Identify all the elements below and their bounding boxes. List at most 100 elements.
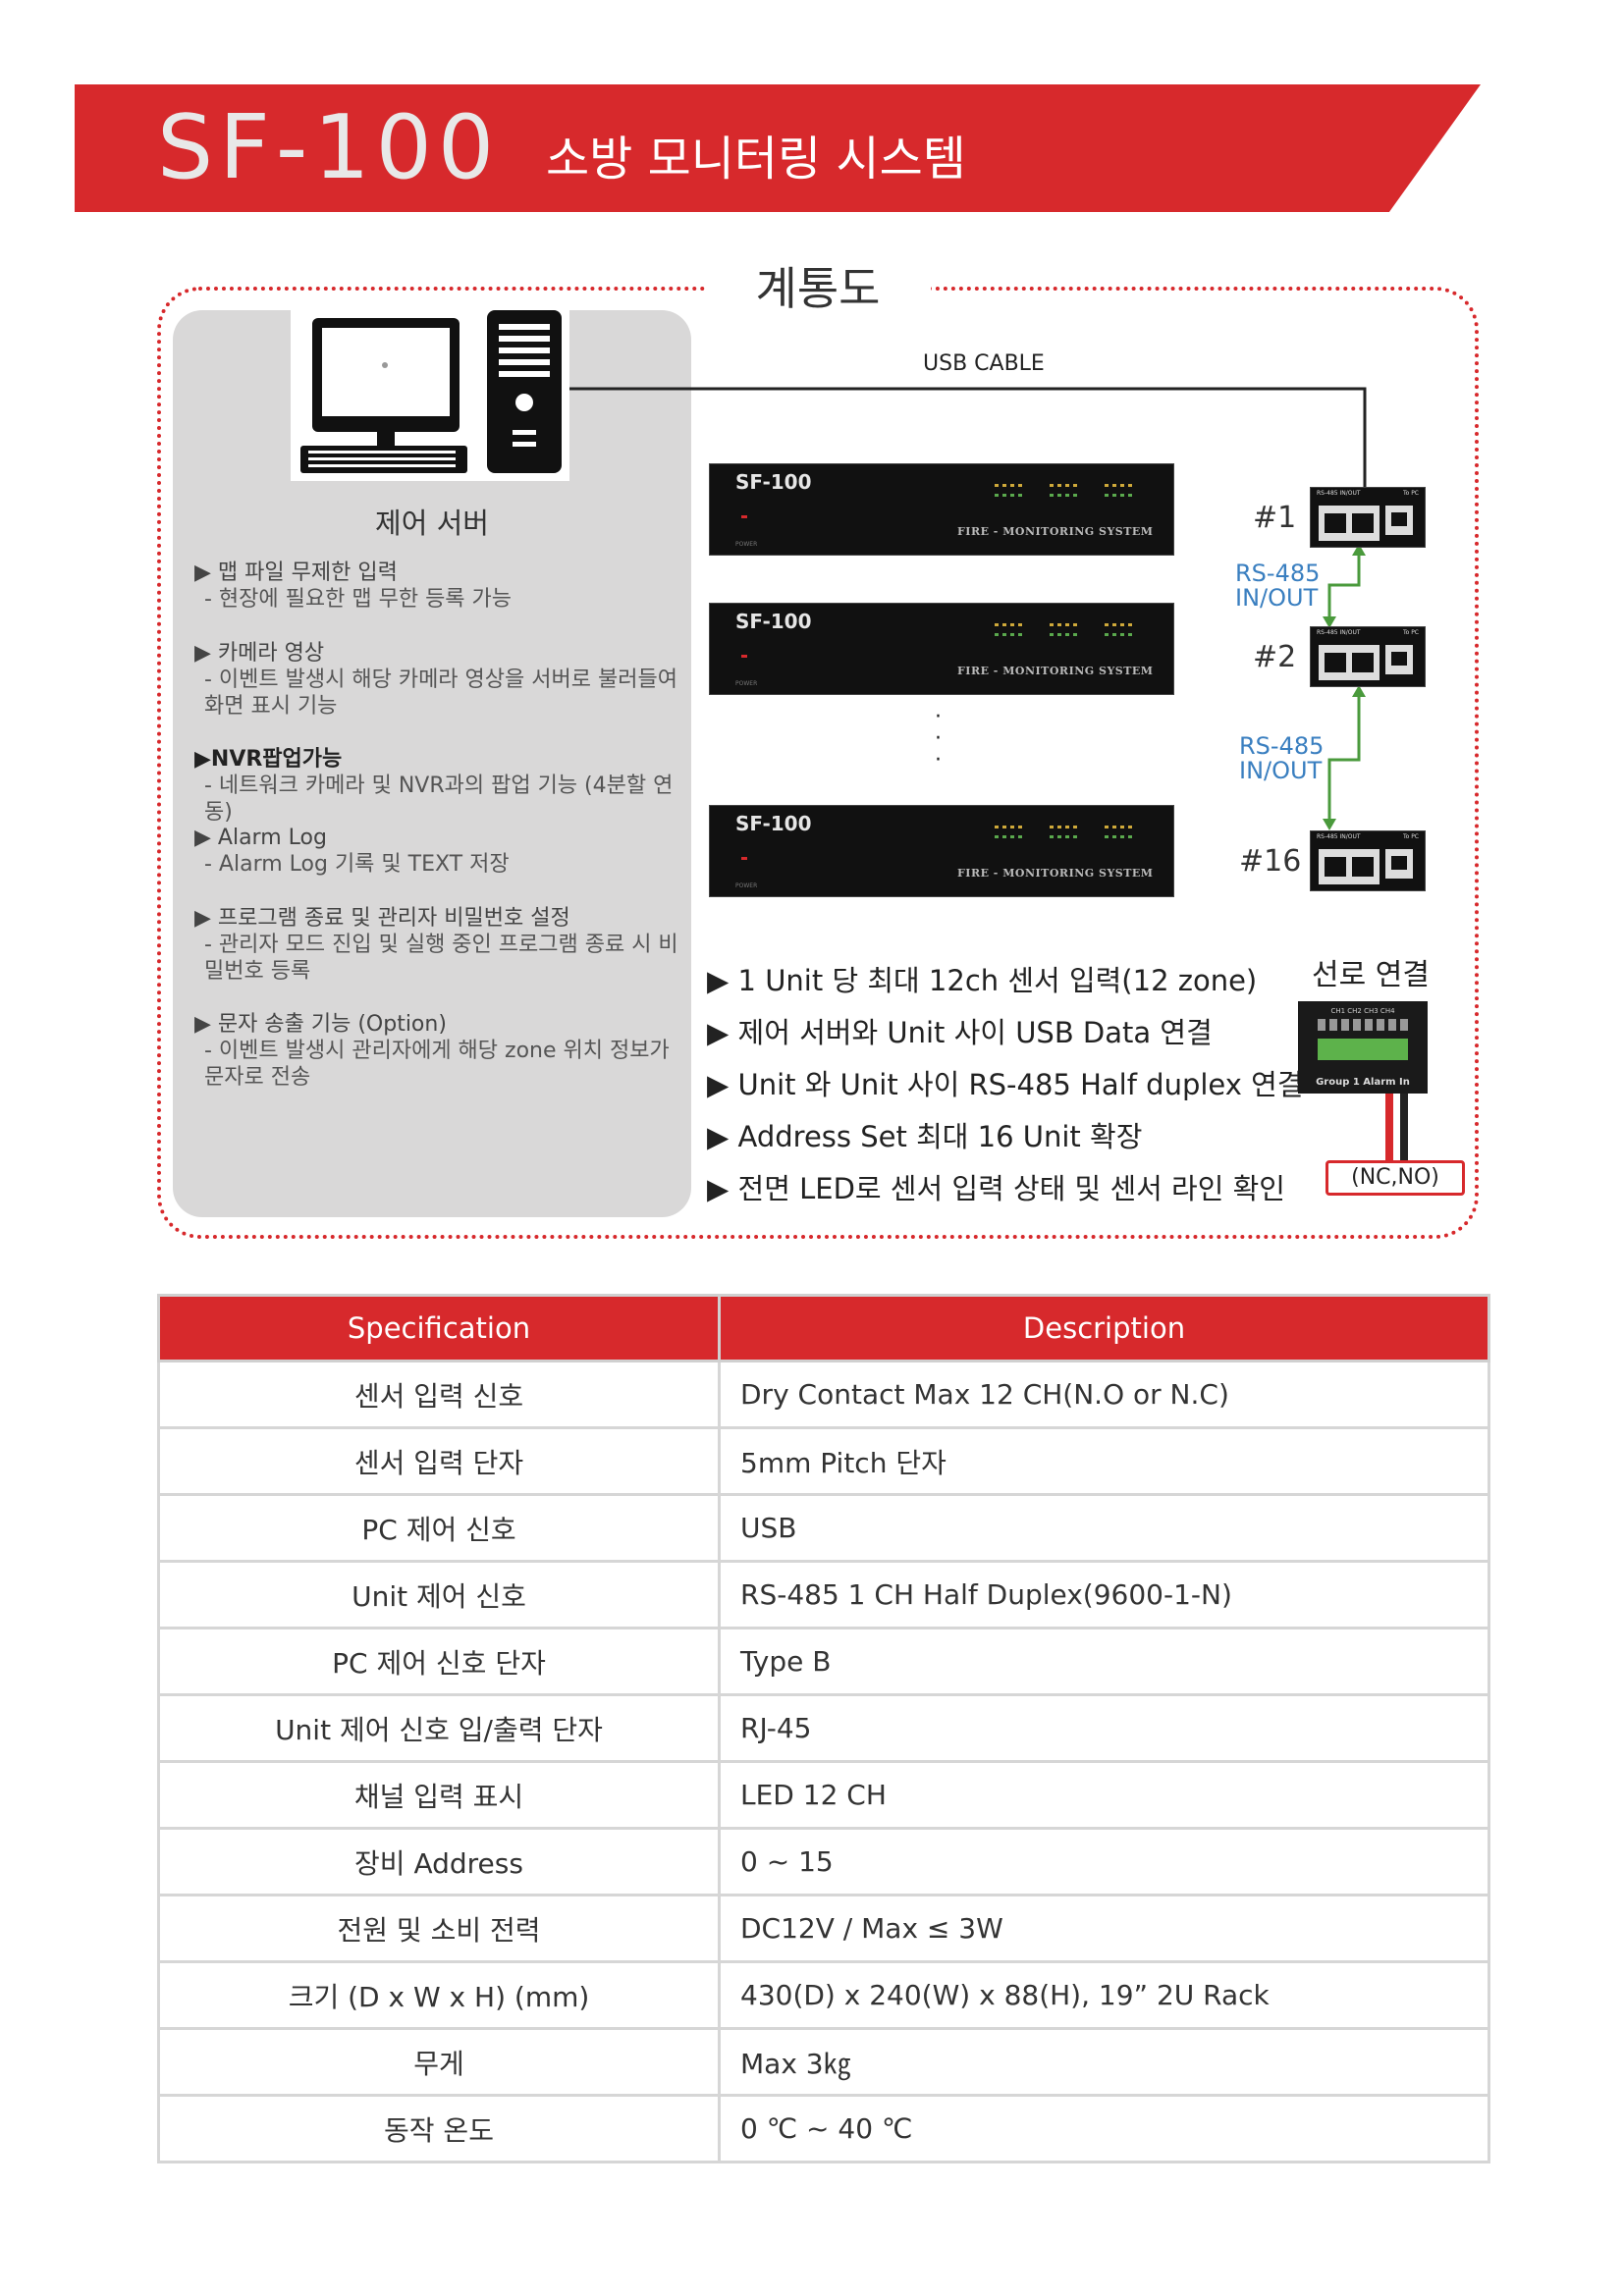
- power-led: [741, 857, 747, 860]
- feature-item: ▶ 카메라 영상 - 이벤트 발생시 해당 카메라 영상을 서버로 불러들여 화…: [194, 640, 685, 720]
- rj45-port-icon: [1319, 849, 1380, 884]
- page-subtitle: 소방 모니터링 시스템: [546, 132, 966, 187]
- spec-name: 크기 (D x W x H) (mm): [157, 1960, 721, 2030]
- unit-front-text: FIRE - MONITORING SYSTEM: [957, 665, 1154, 677]
- feature-title: ▶ 문자 송출 기능 (Option): [194, 1012, 447, 1037]
- rs485-port-label: RS-485 IN/OUT: [1317, 833, 1361, 840]
- feature-desc: - 이벤트 발생시 해당 카메라 영상을 서버로 불러들여 화면 표시 기능: [204, 667, 677, 719]
- terminal-channels: CH1 CH2 CH3 CH4: [1330, 1007, 1395, 1015]
- feature-title: ▶ 프로그램 종료 및 관리자 비밀번호 설정: [194, 906, 570, 931]
- spec-value: LED 12 CH: [718, 1760, 1490, 1830]
- power-label: POWER: [735, 882, 758, 889]
- header-banner: [75, 84, 1481, 212]
- rs485-label-line: RS-485: [1235, 560, 1321, 587]
- unit-name: SF-100: [735, 812, 812, 835]
- feature-item: ▶ 프로그램 종료 및 관리자 비밀번호 설정 - 관리자 모드 진입 및 실행…: [194, 905, 685, 985]
- computer-icon: [291, 310, 569, 481]
- usb-port-icon: [1385, 645, 1413, 674]
- spec-name: 채널 입력 표시: [157, 1760, 721, 1830]
- rs485-port-label: RS-485 IN/OUT: [1317, 629, 1361, 636]
- feature-desc: - 현장에 필요한 맵 무한 등록 가능: [204, 587, 513, 612]
- rs485-label-line: IN/OUT: [1235, 584, 1319, 612]
- sf100-unit: SF-100 POWER FIRE - MONITORING SYSTEM: [709, 805, 1174, 897]
- ellipsis-dots: ···: [935, 705, 942, 773]
- rs485-label-line: RS-485: [1239, 732, 1325, 760]
- feature-title: ▶ Alarm Log: [194, 826, 327, 850]
- line-connection-title: 선로 연결: [1312, 958, 1430, 992]
- spec-name: Unit 제어 신호 입/출력 단자: [157, 1693, 721, 1763]
- rear-connector: RS-485 IN/OUT To PC: [1310, 626, 1426, 687]
- unit-number: #2: [1253, 640, 1297, 674]
- usb-port-icon: [1385, 506, 1413, 535]
- usb-port-icon: [1385, 849, 1413, 879]
- pc-port-label: To PC: [1402, 833, 1419, 840]
- rj45-port-icon: [1319, 645, 1380, 680]
- ncno-label: (NC,NO): [1325, 1160, 1465, 1196]
- spec-value: RJ-45: [718, 1693, 1490, 1763]
- spec-value: Max 3㎏: [718, 2027, 1490, 2097]
- power-label: POWER: [735, 680, 758, 687]
- rear-connector: RS-485 IN/OUT To PC: [1310, 487, 1426, 548]
- feature-item: ▶ 문자 송출 기능 (Option) - 이벤트 발생시 관리자에게 해당 z…: [194, 1011, 685, 1091]
- usb-cable-label: USB CABLE: [923, 351, 1045, 376]
- feature-desc: - 관리자 모드 진입 및 실행 중인 프로그램 종료 시 비밀번호 등록: [204, 933, 678, 984]
- spec-value: 0 ℃ ~ 40 ℃: [718, 2094, 1490, 2163]
- sf100-unit: SF-100 POWER FIRE - MONITORING SYSTEM: [709, 603, 1174, 695]
- feature-item: ▶NVR팝업가능 - 네트워크 카메라 및 NVR과의 팝업 기능 (4분할 연…: [194, 746, 685, 826]
- feature-title: ▶ 맵 파일 무제한 입력: [194, 561, 398, 585]
- channel-leds: [995, 484, 1142, 502]
- pc-port-label: To PC: [1402, 490, 1419, 497]
- feature-bullet: ▶ 전면 LED로 센서 입력 상태 및 센서 라인 확인: [707, 1172, 1285, 1205]
- spec-value: Type B: [718, 1627, 1490, 1696]
- feature-item: ▶ Alarm Log - Alarm Log 기록 및 TEXT 저장: [194, 825, 685, 878]
- spec-name: 센서 입력 신호: [157, 1360, 721, 1429]
- terminal-block-icon: CH1 CH2 CH3 CH4 Group 1 Alarm In: [1298, 1001, 1428, 1094]
- unit-front-text: FIRE - MONITORING SYSTEM: [957, 525, 1154, 538]
- column-header: Description: [718, 1294, 1490, 1362]
- spec-name: 센서 입력 단자: [157, 1426, 721, 1496]
- feature-bullet: ▶ Address Set 최대 16 Unit 확장: [707, 1120, 1143, 1153]
- power-led: [741, 655, 747, 658]
- rs485-label: RS-485 IN/OUT: [1235, 561, 1320, 611]
- table-header-row: Specification Description: [157, 1294, 1490, 1362]
- feature-desc: - 이벤트 발생시 관리자에게 해당 zone 위치 정보가 문자로 전송: [204, 1039, 670, 1090]
- rs485-port-label: RS-485 IN/OUT: [1317, 490, 1361, 497]
- sf100-unit: SF-100 POWER FIRE - MONITORING SYSTEM: [709, 463, 1174, 556]
- spec-name: 장비 Address: [157, 1827, 721, 1896]
- channel-leds: [995, 826, 1142, 843]
- connection-lines: [569, 387, 1408, 1160]
- rs485-label-line: IN/OUT: [1239, 757, 1323, 784]
- spec-value: USB: [718, 1493, 1490, 1563]
- spec-value: 5mm Pitch 단자: [718, 1426, 1490, 1496]
- spec-value: 0 ~ 15: [718, 1827, 1490, 1896]
- feature-bullet: ▶ Unit 와 Unit 사이 RS-485 Half duplex 연결: [707, 1068, 1304, 1101]
- diagram-title: 계통도: [705, 253, 931, 316]
- terminal-label: Group 1 Alarm In: [1316, 1077, 1410, 1088]
- feature-bullet: ▶ 제어 서버와 Unit 사이 USB Data 연결: [707, 1016, 1213, 1049]
- spec-name: Unit 제어 신호: [157, 1560, 721, 1629]
- feature-desc: - Alarm Log 기록 및 TEXT 저장: [204, 852, 510, 877]
- rj45-port-icon: [1319, 506, 1380, 541]
- feature-title: ▶ 카메라 영상: [194, 641, 325, 666]
- pc-port-label: To PC: [1402, 629, 1419, 636]
- spec-value: 430(D) x 240(W) x 88(H), 19” 2U Rack: [718, 1960, 1490, 2030]
- server-label: 제어 서버: [375, 507, 489, 540]
- model-name: SF-100: [157, 96, 501, 199]
- channel-leds: [995, 623, 1142, 641]
- feature-title: ▶NVR팝업가능: [194, 747, 343, 772]
- spec-value: RS-485 1 CH Half Duplex(9600-1-N): [718, 1560, 1490, 1629]
- feature-desc: - 네트워크 카메라 및 NVR과의 팝업 기능 (4분할 연동): [204, 774, 674, 825]
- spec-name: 전원 및 소비 전력: [157, 1894, 721, 1963]
- spec-name: PC 제어 신호 단자: [157, 1627, 721, 1696]
- rs485-label: RS-485 IN/OUT: [1239, 734, 1324, 783]
